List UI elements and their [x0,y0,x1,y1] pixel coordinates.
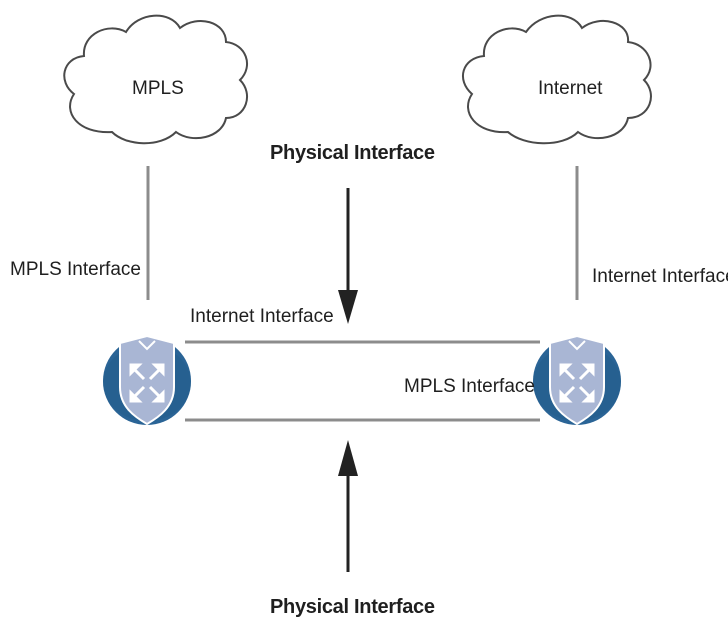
right-router [533,334,621,426]
internet-cloud [462,14,652,145]
right-mpls-interface-label: MPLS Interface [404,376,535,397]
mpls-cloud [63,14,249,145]
right-internet-interface-label: Internet Interface [592,266,728,287]
internet-cloud-label: Internet [538,78,603,99]
physical-interface-top-label: Physical Interface [270,142,435,164]
left-router [103,334,191,426]
router-arrows-icon [129,363,165,403]
mpls-cloud-label: MPLS [132,78,184,99]
physical-interface-bottom-label: Physical Interface [270,596,435,618]
physical-interface-arrow-down [338,188,358,324]
left-internet-interface-label: Internet Interface [190,306,334,327]
physical-interface-arrow-up [338,440,358,572]
router-arrows-icon [559,363,595,403]
left-mpls-interface-label: MPLS Interface [10,259,141,280]
